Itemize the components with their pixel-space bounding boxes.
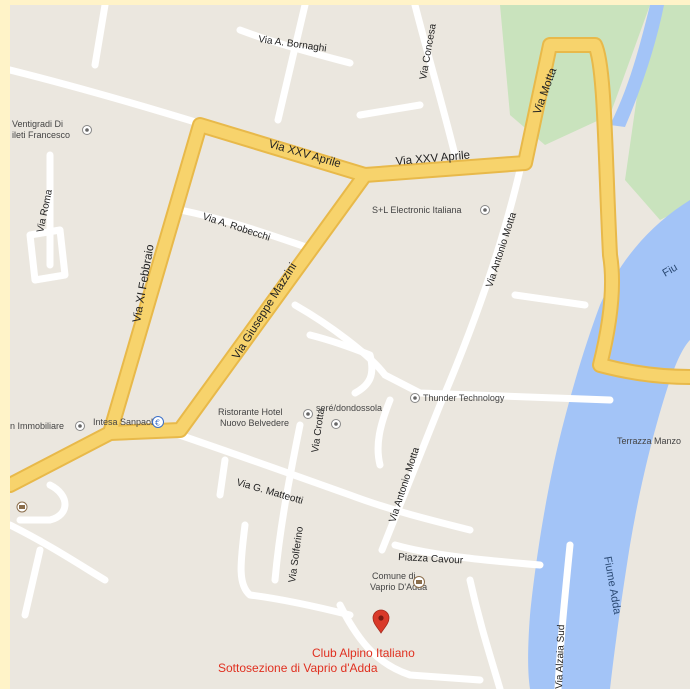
svg-text:Comune di: Comune di [372,571,416,581]
svg-text:seré/dondossola: seré/dondossola [316,403,382,413]
bank-icon [152,416,164,428]
canal [610,5,664,127]
svg-text:n Immobiliare: n Immobiliare [10,421,64,431]
map-canvas[interactable]: Via A. Bornaghi Via Concesa Via Motta Vi… [10,5,690,689]
svg-text:Ristorante Hotel: Ristorante Hotel [218,407,283,417]
poi-comune[interactable]: Comune di Vaprio D'Adda [370,571,427,592]
svg-text:Ventigradi Di: Ventigradi Di [12,119,63,129]
poi-left-building[interactable] [16,501,28,513]
svg-text:S+L Electronic Italiana: S+L Electronic Italiana [372,205,461,215]
map-view[interactable]: Via A. Bornaghi Via Concesa Via Motta Vi… [10,5,690,689]
minor-roads [10,5,614,689]
poi-ventigradi[interactable]: Ventigradi Di ileti Francesco [12,119,92,140]
poi-sere-dondossola[interactable]: seré/dondossola [316,403,382,429]
road-label-piazza-cavour: Piazza Cavour [398,552,464,566]
road-label-alzaia-sud: Via Alzaia Sud [554,624,567,689]
poi-terrazza-manzoni[interactable]: Terrazza Manzo [617,436,681,446]
svg-text:€: € [155,419,160,428]
marker-pin-icon [372,609,390,634]
poi-hotel-belvedere[interactable]: Ristorante Hotel Nuovo Belvedere [218,407,313,428]
poi-immobiliare[interactable]: n Immobiliare [10,421,85,431]
marker-label-line1: Club Alpino Italiano [312,646,415,660]
svg-text:ileti Francesco: ileti Francesco [12,130,70,140]
location-marker[interactable] [372,609,390,634]
marker-label-line2: Sottosezione di Vaprio d'Adda [218,661,378,675]
poi-intesa-sanpaolo[interactable]: Intesa Sanpaolo € [93,416,164,428]
poi-thunder-technology[interactable]: Thunder Technology [410,393,505,403]
major-roads [10,37,690,493]
svg-text:Vaprio D'Adda: Vaprio D'Adda [370,582,427,592]
poi-sl-electronic[interactable]: S+L Electronic Italiana [372,205,490,215]
svg-text:Thunder Technology: Thunder Technology [423,393,505,403]
svg-text:Nuovo Belvedere: Nuovo Belvedere [220,418,289,428]
svg-text:Terrazza Manzo: Terrazza Manzo [617,436,681,446]
park-area-east [625,5,690,220]
svg-text:Intesa Sanpaolo: Intesa Sanpaolo [93,417,158,427]
river-bank [680,550,690,617]
